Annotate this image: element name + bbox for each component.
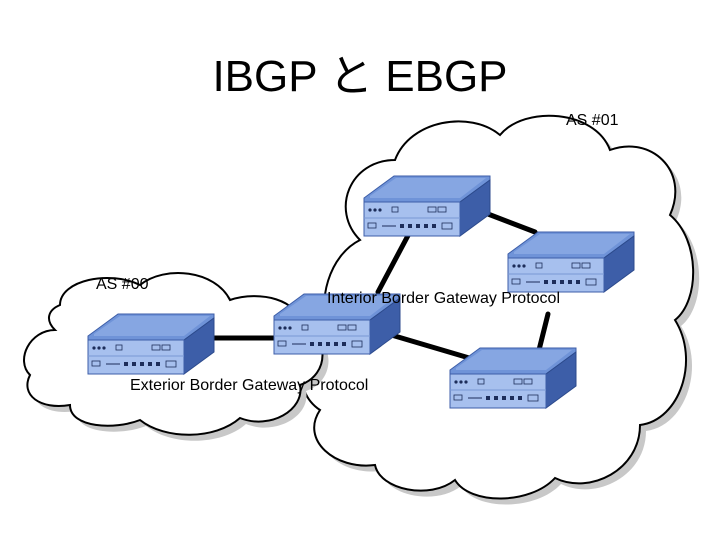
router-icon-as00 [87, 313, 215, 375]
router-icon-as01-top [363, 175, 491, 237]
as01-label: AS #01 [566, 112, 619, 129]
router-icon-as01-right [507, 231, 635, 293]
as00-label: AS #00 [96, 276, 149, 293]
exterior-bgp-label: Exterior Border Gateway Protocol [130, 377, 369, 394]
ibgp-link-top-right [485, 211, 538, 235]
slide-title: IBGP と EBGP [212, 52, 508, 101]
interior-bgp-label: Interior Border Gateway Protocol [327, 290, 560, 307]
router-icon-as01-bottom [449, 347, 577, 409]
ibgp-link-top-center [375, 225, 415, 295]
ibgp-link-center-bottomright [385, 331, 479, 363]
